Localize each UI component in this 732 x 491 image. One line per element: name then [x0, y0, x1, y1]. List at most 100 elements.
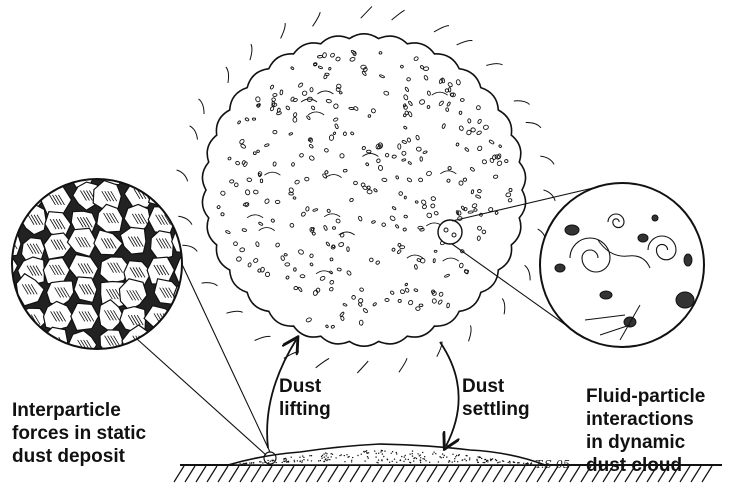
grain-shade — [5, 239, 11, 249]
grain-shade — [190, 213, 196, 223]
deposit-grain — [449, 460, 450, 461]
dust-lifting-label: Dust lifting — [279, 375, 331, 421]
deposit-grain — [417, 453, 418, 454]
deposit-grain — [422, 452, 423, 453]
grain-shade — [190, 237, 196, 247]
deposit-grain — [448, 462, 449, 463]
ground-hatch — [306, 466, 316, 482]
deposit-grain — [420, 460, 421, 461]
deposit-grain — [273, 460, 274, 461]
ground-hatch — [207, 466, 217, 482]
deposit-grain — [376, 462, 377, 463]
grain-shade — [29, 191, 35, 201]
deposit-grain — [477, 456, 478, 457]
deposit-grain — [466, 460, 467, 461]
deposit-grain — [477, 460, 478, 461]
deposit-grain — [320, 460, 321, 461]
ground-hatch — [383, 466, 393, 482]
deposit-grain — [351, 460, 352, 461]
deposit-grain — [325, 452, 326, 453]
grain — [18, 329, 46, 357]
ground-hatch — [493, 466, 503, 482]
grain-shade — [60, 166, 66, 176]
deposit-grain — [326, 460, 327, 461]
deposit-grain — [367, 453, 368, 454]
interparticle-line-2: forces in static — [12, 422, 146, 445]
grain-shade — [0, 310, 4, 320]
grain-shade — [24, 339, 30, 349]
cloud-wisp — [525, 265, 531, 280]
grain-shade — [87, 168, 93, 178]
suspended-particle — [652, 215, 658, 221]
deposit-grain — [347, 457, 348, 458]
deposit-grain — [239, 463, 240, 464]
grain-shade — [0, 219, 6, 229]
deposit-grain — [484, 462, 485, 463]
deposit-grain — [272, 460, 273, 461]
fluid-particle-line-2: interactions — [586, 408, 705, 431]
deposit-grain — [303, 459, 304, 460]
fluid-particle-line-1: Fluid-particle — [586, 385, 705, 408]
dust-deposit-pile — [228, 444, 545, 465]
deposit-grain — [419, 455, 420, 456]
deposit-grain — [367, 456, 368, 457]
grain-shade — [1, 310, 7, 320]
cloud-wisp — [316, 359, 329, 368]
deposit-grain — [412, 450, 413, 451]
deposit-grain — [454, 461, 455, 462]
grain-shade — [3, 339, 9, 349]
ground-hatch — [295, 466, 305, 482]
grain-shade — [6, 288, 12, 298]
deposit-grain — [422, 458, 423, 459]
deposit-grain — [420, 457, 421, 458]
grain-shade — [185, 332, 191, 342]
ground-hatch — [251, 466, 261, 482]
suspended-particle — [676, 292, 694, 308]
deposit-grain — [324, 457, 325, 458]
deposit-grain — [387, 459, 388, 460]
deposit-grain — [457, 461, 458, 462]
deposit-grain — [326, 455, 327, 456]
grain-shade — [7, 310, 13, 320]
grain-shade — [139, 167, 145, 177]
deposit-grain — [401, 456, 402, 457]
dust-settling-line-1: Dust — [462, 375, 530, 398]
deposit-grain — [294, 461, 295, 462]
grain — [0, 184, 25, 215]
grain-shade — [33, 339, 39, 349]
ground-hatch — [471, 466, 481, 482]
deposit-grain — [408, 459, 409, 460]
grain-shade — [160, 190, 166, 200]
grain-shade — [0, 261, 3, 271]
ground-hatch — [405, 466, 415, 482]
grain-shade — [169, 334, 175, 344]
grain-shade — [185, 290, 191, 300]
deposit-grain — [378, 453, 379, 454]
grain-shade — [188, 193, 194, 203]
cloud-outline — [202, 34, 525, 346]
deposit-grain — [365, 451, 366, 452]
ground-hatch — [218, 466, 228, 482]
grain-shade — [27, 165, 33, 175]
grain-shade — [157, 190, 163, 200]
deposit-grain — [499, 461, 500, 462]
grain-shade — [63, 166, 69, 176]
cloud-wisp — [526, 122, 541, 127]
deposit-grain — [303, 457, 304, 458]
grain-shade — [187, 213, 193, 223]
grain-shade — [78, 168, 84, 178]
deposit-grain — [392, 461, 393, 462]
deposit-grain — [270, 461, 271, 462]
ground-hatch — [460, 466, 470, 482]
deposit-grain — [383, 456, 384, 457]
grain-shade — [30, 165, 36, 175]
deposit-grain — [253, 462, 254, 463]
deposit-grain — [285, 460, 286, 461]
deposit-grain — [331, 456, 332, 457]
dust-settling-label: Dust settling — [462, 375, 530, 421]
deposit-grain — [527, 463, 528, 464]
deposit-grain — [309, 455, 310, 456]
cloud-wisp — [399, 358, 407, 372]
deposit-grain — [409, 454, 410, 455]
deposit-grain — [361, 454, 362, 455]
